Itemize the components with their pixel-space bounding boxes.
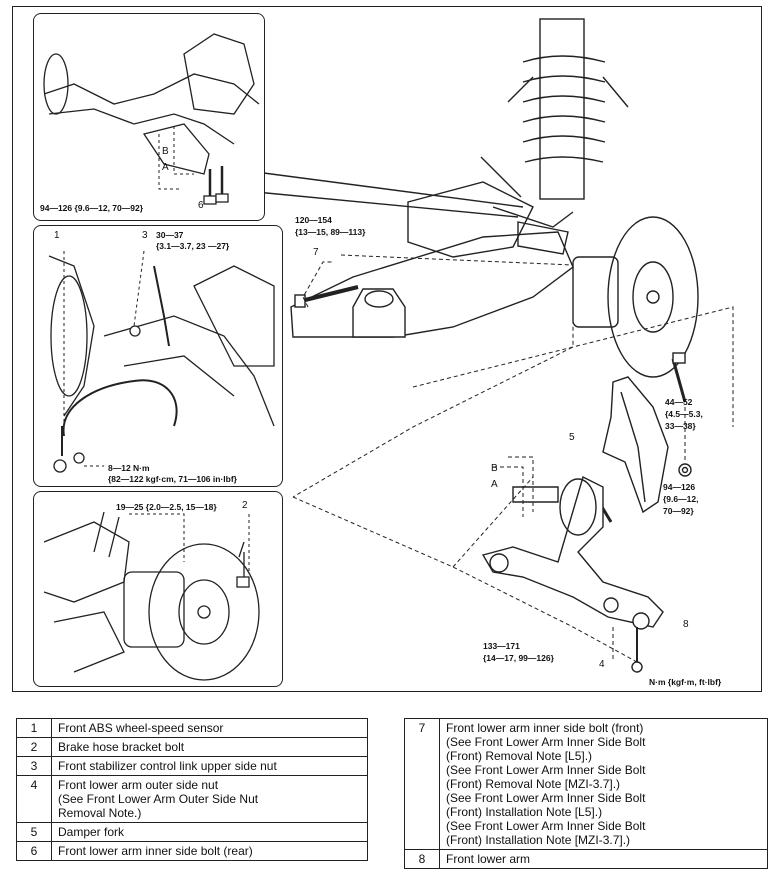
callout-7: 7 <box>313 247 319 258</box>
callout-6: 6 <box>198 200 204 211</box>
legend-line: (Front) Removal Note [L5].) <box>446 749 593 763</box>
legend-number: 7 <box>404 718 440 850</box>
legend-line: Front lower arm <box>446 852 531 866</box>
torque-abs-2: {82—122 kgf·cm, 71—106 in·lbf} <box>108 474 237 484</box>
brake-disc <box>607 216 699 378</box>
legend-row: 3 Front stabilizer control link upper sid… <box>16 756 368 776</box>
legend-row: 5 Damper fork <box>16 822 368 842</box>
callout-a-main: A <box>491 479 498 490</box>
legend-number: 5 <box>16 822 52 842</box>
torque-fork-bolt-3: 33—38} <box>665 421 696 431</box>
torque-fork-nut-3: 70—92} <box>663 506 694 516</box>
inset-lower-arm-rear-bolt: B A 6 94—126 {9.6—12, 70—92} <box>33 13 265 221</box>
legend-line: Front lower arm inner side bolt (rear) <box>58 844 253 858</box>
callout-1: 1 <box>54 230 60 241</box>
legend-table-left: 1 Front ABS wheel-speed sensor 2 Brake hose… <box>16 718 368 861</box>
torque-inner-front-2: {13—15, 89—113} <box>295 227 366 237</box>
legend-number: 8 <box>404 849 440 869</box>
legend-line: (See Front Lower Arm Inner Side Bolt <box>446 791 646 805</box>
legend-number: 6 <box>16 841 52 861</box>
strut-body <box>539 18 585 200</box>
legend-number: 2 <box>16 737 52 757</box>
legend-line: (Front) Installation Note [L5].) <box>446 805 603 819</box>
torque-link-nut-1: 30—37 <box>156 230 184 240</box>
torque-fork-nut-1: 94—126 <box>663 482 696 492</box>
lower-arm-shape <box>481 475 664 628</box>
damper-fork-shape <box>602 376 669 514</box>
callout-b-top: B <box>162 146 169 157</box>
legend-row: 2 Brake hose bracket bolt <box>16 737 368 757</box>
torque-link-nut-2: {3.1—3.7, 23 —27} <box>156 241 230 251</box>
legend-number: 3 <box>16 756 52 776</box>
legend-description: Front lower arm inner side bolt (front)(… <box>439 718 768 850</box>
torque-outer-nut-1: 133—171 <box>483 641 520 651</box>
callout-b-main: B <box>491 463 498 474</box>
torque-fork-bolt-1: 44—52 <box>665 397 693 407</box>
legend-line: (Front) Removal Note [MZI-3.7].) <box>446 777 621 791</box>
legend-description: Brake hose bracket bolt <box>51 737 368 757</box>
callout-2: 2 <box>242 500 248 511</box>
legend-line: (Front) Installation Note [MZI-3.7].) <box>446 833 631 847</box>
exploded-view-figure: B A 6 94—126 {9.6—12, 70—92} <box>12 6 762 692</box>
legend-description: Front lower arm inner side bolt (rear) <box>51 841 368 861</box>
legend-line: Brake hose bracket bolt <box>58 740 185 754</box>
callout-3: 3 <box>142 230 148 241</box>
legend-line: Removal Note.) <box>58 806 142 820</box>
unit-note: N·m {kgf·m, ft·lbf} <box>649 677 722 687</box>
legend-row: 1 Front ABS wheel-speed sensor <box>16 718 368 738</box>
legend-line: (See Front Lower Arm Outer Side Nut <box>58 792 259 806</box>
callout-a-top: A <box>162 162 169 173</box>
legend-row: 8 Front lower arm <box>404 849 768 869</box>
legend-description: Front stabilizer control link upper side… <box>51 756 368 776</box>
torque-hose-bolt: 19—25 {2.0—2.5, 15—18} <box>116 502 217 512</box>
torque-fork-bolt-2: {4.5—5.3, <box>665 409 703 419</box>
legend-line: Front ABS wheel-speed sensor <box>58 721 224 735</box>
legend-description: Front lower arm outer side nut(See Front… <box>51 775 368 823</box>
legend-line: Front stabilizer control link upper side… <box>58 759 277 773</box>
legend-line: Front lower arm inner side bolt (front) <box>446 721 644 735</box>
legend-number: 1 <box>16 718 52 738</box>
inset-brake-hose-bolt: 19—25 {2.0—2.5, 15—18} 2 <box>33 491 283 687</box>
suspension-drawing <box>255 18 734 673</box>
subframe <box>290 231 574 338</box>
legend-row: 6 Front lower arm inner side bolt (rear) <box>16 841 368 861</box>
legend-line: Front lower arm outer side nut <box>58 778 219 792</box>
torque-abs-1: 8—12 N·m <box>108 463 150 473</box>
inset-abs-sensor: 1 3 30—37 {3.1—3.7, 23 —27} 8—12 N·m {82… <box>33 225 283 487</box>
legend-description: Damper fork <box>51 822 368 842</box>
torque-inner-front-1: 120—154 <box>295 215 332 225</box>
legend-line: (See Front Lower Arm Inner Side Bolt <box>446 735 646 749</box>
legend-description: Front lower arm <box>439 849 768 869</box>
torque-outer-nut-2: {14—17, 99—126} <box>483 653 554 663</box>
callout-8: 8 <box>683 619 689 630</box>
legend-description: Front ABS wheel-speed sensor <box>51 718 368 738</box>
callout-4: 4 <box>599 659 605 670</box>
callout-5: 5 <box>569 432 575 443</box>
torque-fork-nut-2: {9.6—12, <box>663 494 699 504</box>
legend-line: (See Front Lower Arm Inner Side Bolt <box>446 819 646 833</box>
legend-number: 4 <box>16 775 52 823</box>
legend-line: Damper fork <box>58 825 125 839</box>
legend-line: (See Front Lower Arm Inner Side Bolt <box>446 763 646 777</box>
coil-spring <box>522 55 606 163</box>
torque-rear-bolt: 94—126 {9.6—12, 70—92} <box>40 203 144 213</box>
